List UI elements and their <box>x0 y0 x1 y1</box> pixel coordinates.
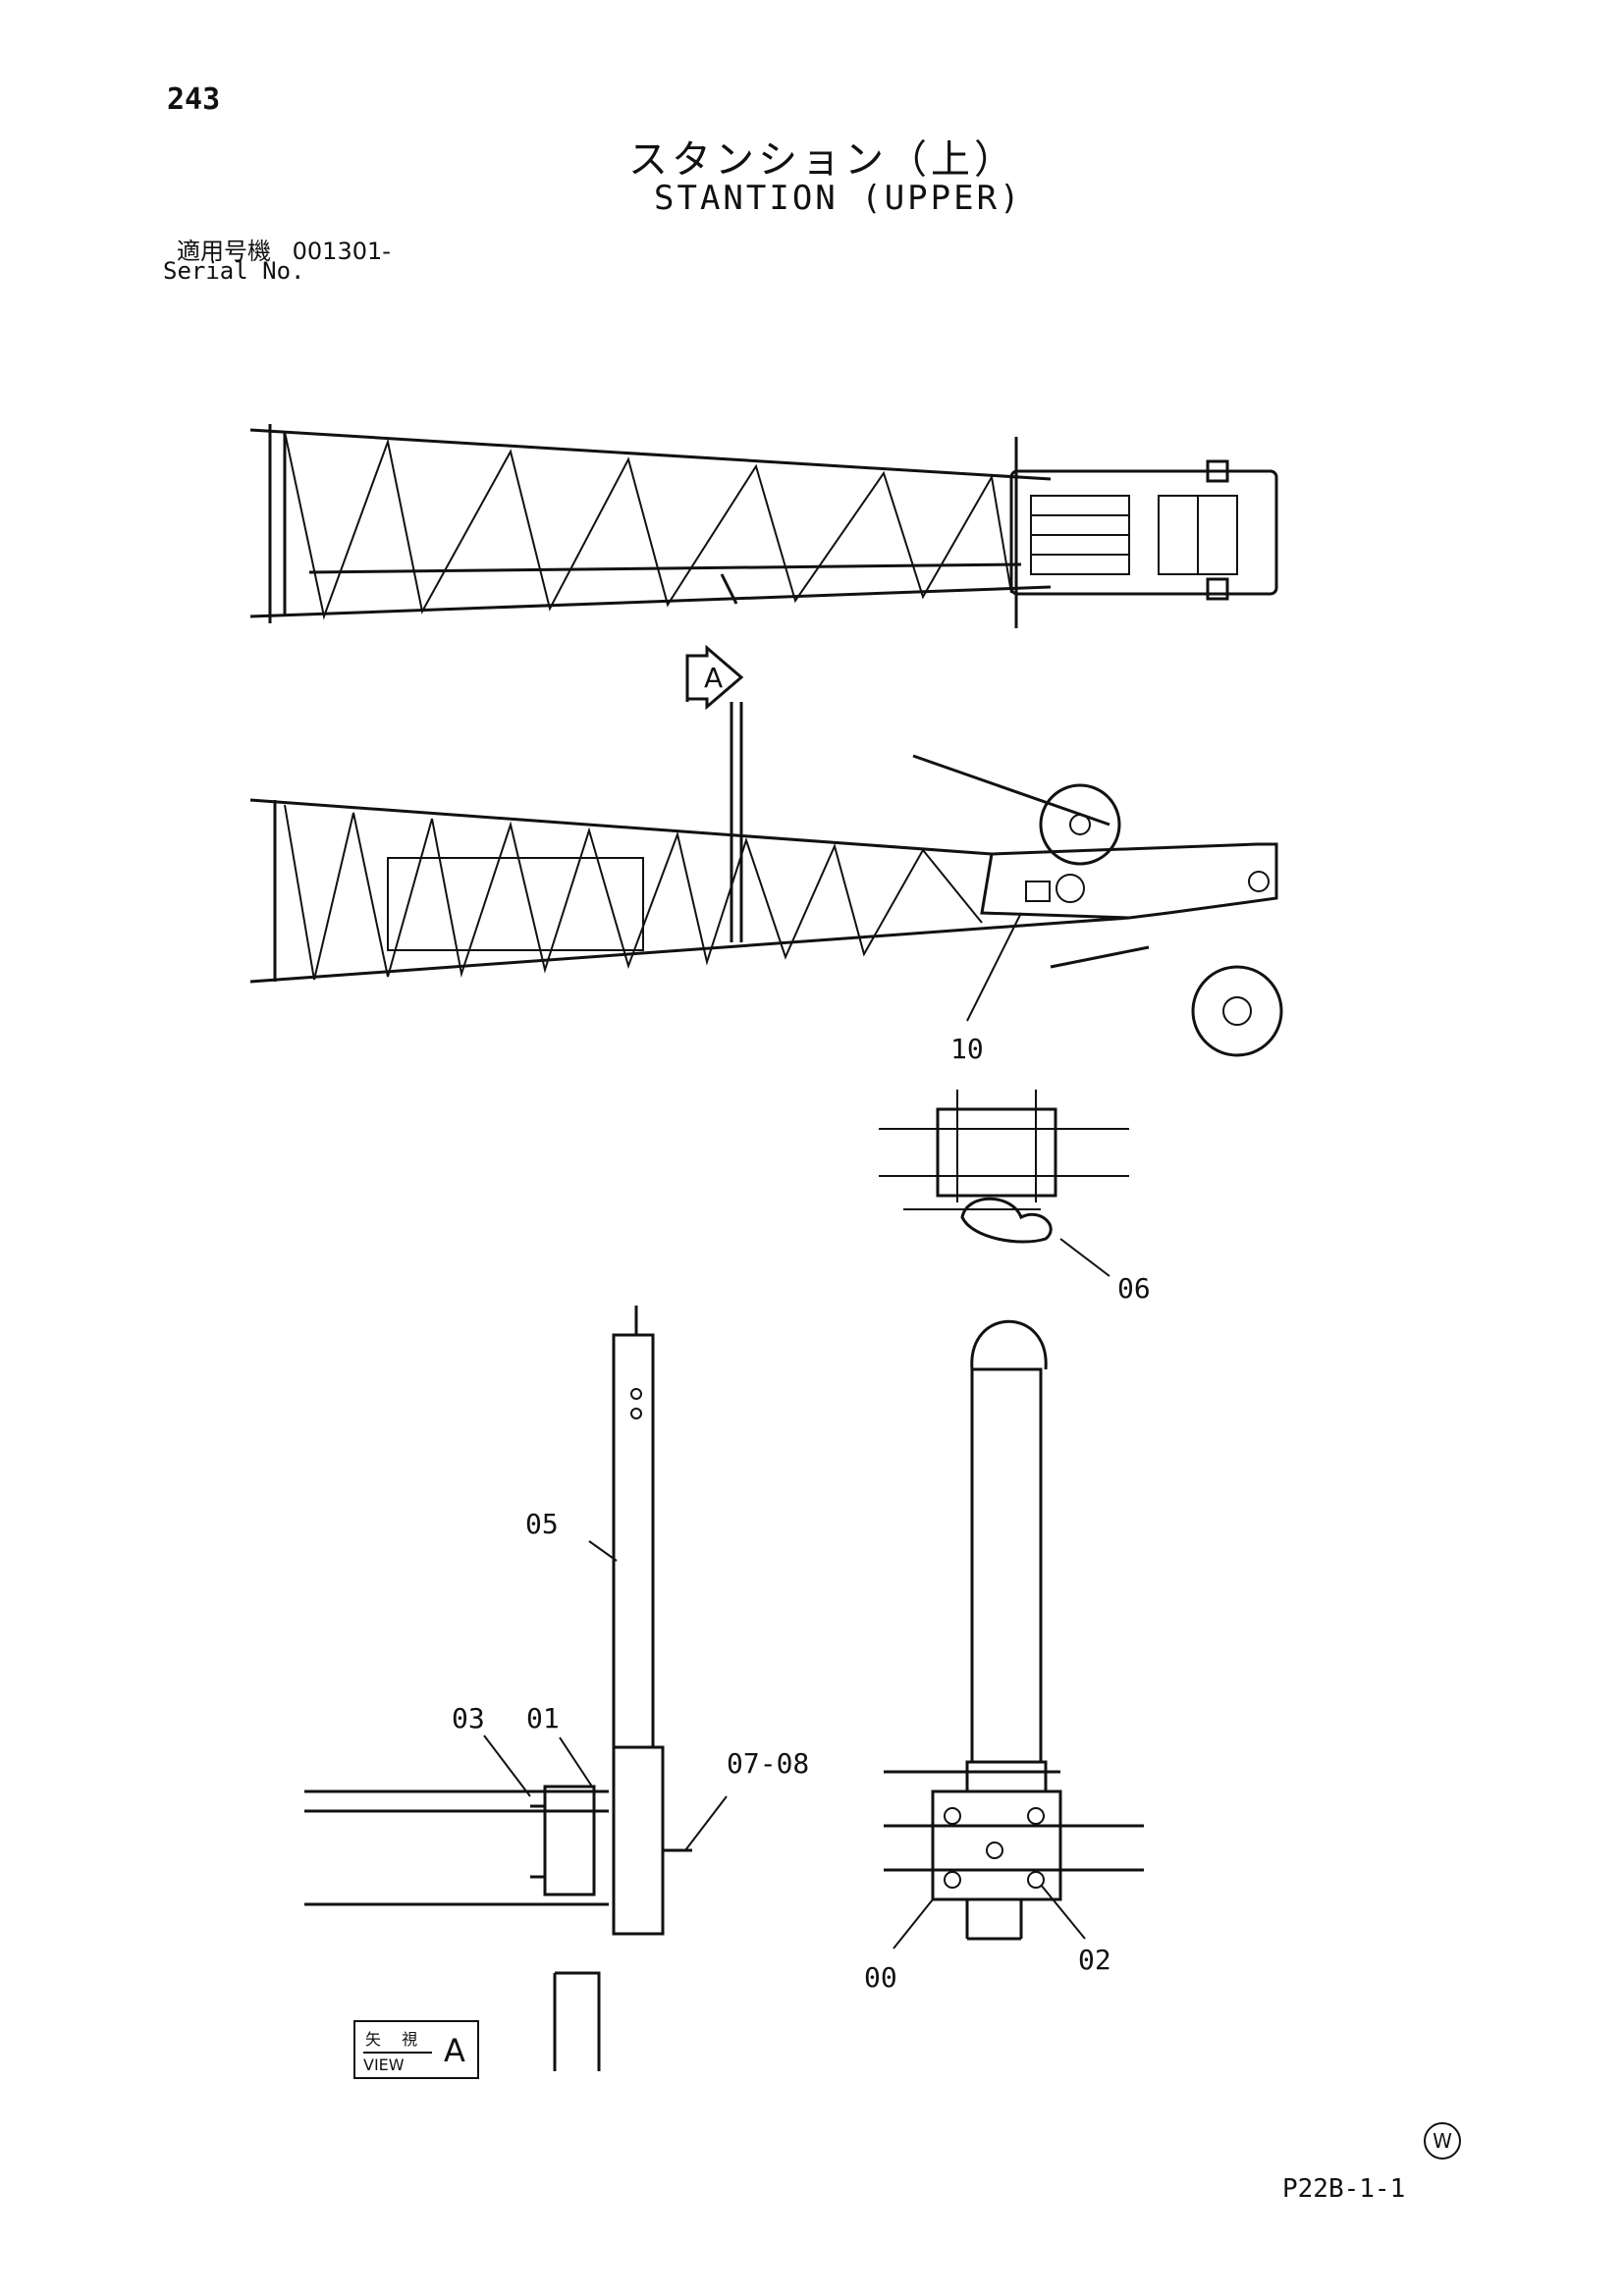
view-label-letter: A <box>444 2032 465 2069</box>
serial-line-japanese: 適用号機 001301- <box>177 232 391 266</box>
stanchion-front-view <box>884 1319 1144 1949</box>
page-number: 243 <box>167 82 221 117</box>
document-code: P22B-1-1 <box>1282 2174 1406 2204</box>
callout-00: 00 <box>864 1961 897 1994</box>
title-english: STANTION (UPPER) <box>654 179 1023 218</box>
view-label-en: VIEW <box>363 2052 432 2074</box>
title-japanese: スタンション（上） <box>628 137 1017 183</box>
callout-07-08: 07-08 <box>727 1747 810 1780</box>
callout-06: 06 <box>1117 1272 1151 1305</box>
detail-06-view <box>879 1090 1129 1277</box>
serial-label-jp: 適用号機 <box>177 238 271 265</box>
callout-01: 01 <box>526 1702 560 1735</box>
view-a-label-box: 矢 視 VIEW A <box>353 2020 479 2079</box>
serial-value: 001301- <box>292 238 391 265</box>
view-label-jp: 矢 視 <box>365 2030 426 2049</box>
callout-05: 05 <box>525 1508 559 1540</box>
callout-03: 03 <box>452 1702 485 1735</box>
serial-label-en: Serial No. <box>163 257 305 285</box>
boom-top-view <box>249 424 1278 628</box>
callout-10: 10 <box>950 1033 984 1065</box>
boom-side-view <box>249 702 1283 1057</box>
stanchion-side-view <box>304 1306 728 2071</box>
w-mark: W <box>1424 2122 1461 2160</box>
callout-02: 02 <box>1078 1944 1111 1976</box>
view-a-arrow <box>685 644 744 711</box>
view-a-letter: A <box>704 662 724 694</box>
